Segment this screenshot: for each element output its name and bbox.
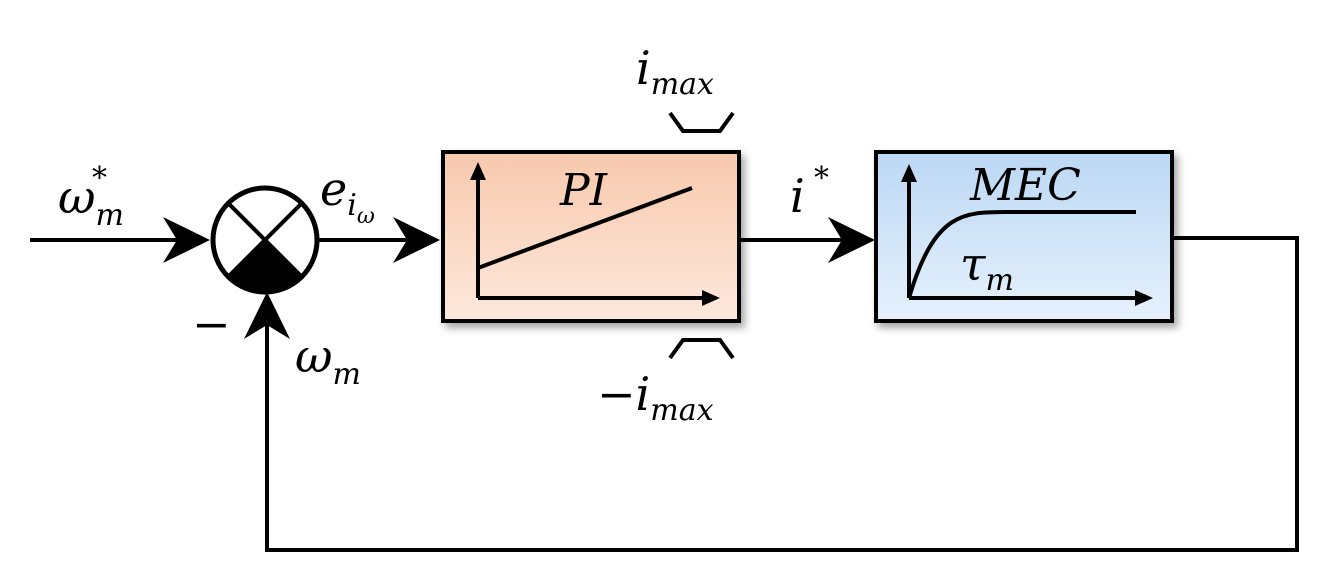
pi-lower-limit: −imax — [597, 338, 735, 428]
summing-junction — [210, 185, 320, 295]
upper-limit-label: imax — [636, 41, 714, 102]
mec-step-response-curve — [907, 209, 1136, 299]
reference-speed-star: * — [92, 161, 107, 196]
lower-limit-label: −imax — [597, 367, 714, 428]
feedback-arrowhead — [244, 292, 290, 339]
mechanical-model-block: MEC τm — [874, 150, 1174, 323]
reference-speed-label: ωm — [58, 170, 124, 233]
error-arrowhead — [393, 217, 440, 263]
reference-input-wire — [30, 217, 210, 263]
speed-error-label: eiω — [320, 162, 375, 229]
feedback-speed-label: ωm — [295, 329, 361, 392]
error-wire — [317, 217, 440, 263]
current-reference-wire — [739, 217, 875, 263]
pi-upper-limit: imax — [636, 41, 735, 133]
summing-junction-minus-quadrant — [228, 240, 302, 293]
current-reference-star: * — [814, 161, 829, 196]
current-reference-label: i — [790, 169, 805, 223]
reference-arrowhead — [163, 217, 210, 263]
current-reference-arrowhead — [828, 217, 875, 263]
pi-response-curve — [477, 186, 693, 270]
pi-controller-block: PI — [441, 150, 741, 323]
feedback-minus-sign: − — [192, 297, 231, 351]
feedback-wire — [244, 236, 1299, 552]
pi-block-label: PI — [559, 165, 609, 216]
time-constant-label: τm — [960, 237, 1014, 298]
mec-block-label: MEC — [969, 160, 1081, 211]
